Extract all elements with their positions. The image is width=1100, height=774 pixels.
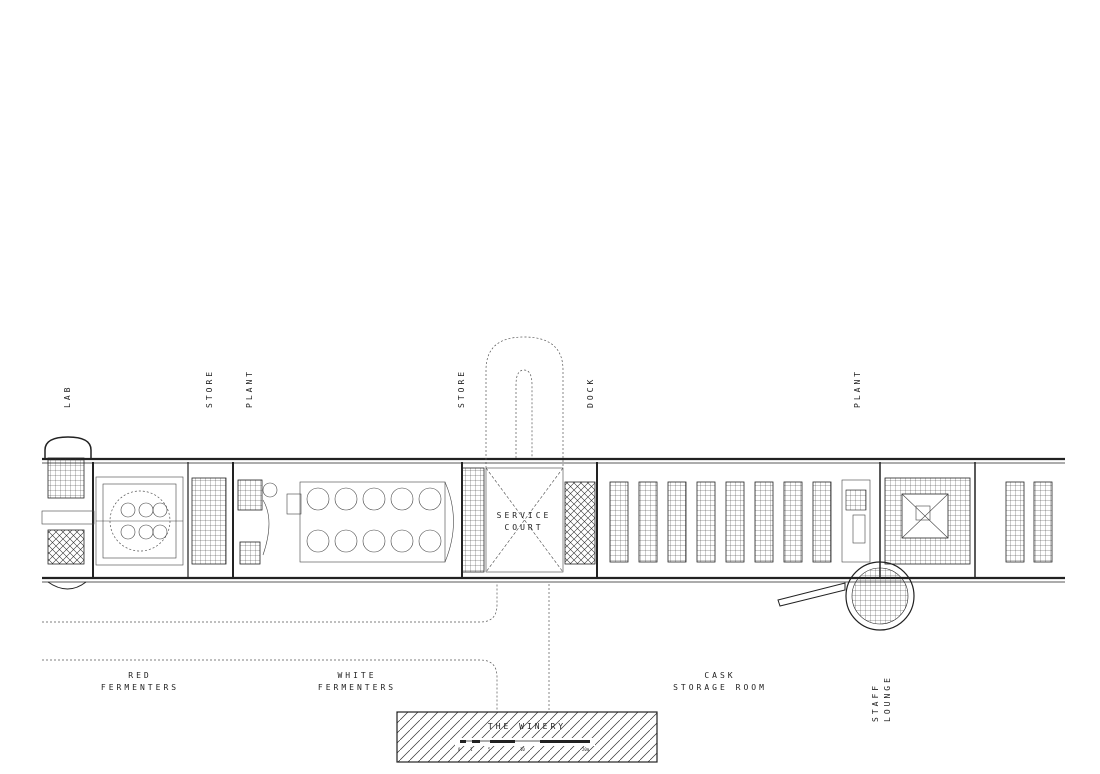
cask-rack	[754, 481, 774, 563]
staff-lounge	[777, 561, 915, 631]
fermenter-tank	[334, 487, 358, 511]
fermenter-tank	[390, 529, 414, 553]
fermenter-tank	[418, 487, 442, 511]
dock-area	[564, 481, 596, 565]
fermenter-tank	[390, 487, 414, 511]
service-court	[485, 336, 564, 573]
scale-0: 0	[458, 747, 461, 752]
rack-far-right-1	[1005, 481, 1025, 563]
label-cask-1: CASK	[704, 671, 735, 680]
plant-right-room	[841, 477, 971, 565]
cask-rack	[638, 481, 658, 563]
store-left-room	[191, 477, 227, 565]
cask-rack	[783, 481, 803, 563]
cask-racks	[609, 481, 832, 563]
red-fermenters-room	[95, 476, 184, 566]
cask-rack	[812, 481, 832, 563]
label-dock: DOCK	[586, 377, 595, 408]
label-staff: STAFF	[871, 683, 880, 722]
label-store-mid: STORE	[457, 369, 466, 408]
cask-rack	[667, 481, 687, 563]
plant-left-room	[237, 479, 302, 565]
scale-10: 10	[520, 747, 525, 752]
store-mid-room	[461, 467, 485, 573]
label-plant-right: PLANT	[853, 369, 862, 408]
site-paths	[42, 584, 550, 712]
label-store-left: STORE	[205, 369, 214, 408]
label-service-court-1: SERVICE	[497, 511, 552, 520]
cask-rack	[725, 481, 745, 563]
white-fermenters-room	[299, 481, 454, 563]
label-lab: LAB	[63, 385, 72, 408]
cask-rack	[609, 481, 629, 563]
label-red-2: FERMENTERS	[101, 683, 179, 692]
cask-rack	[696, 481, 716, 563]
label-cask-2: STORAGE ROOM	[673, 683, 767, 692]
label-white-1: WHITE	[337, 671, 376, 680]
fermenter-tank	[418, 529, 442, 553]
fermenter-tank	[362, 529, 386, 553]
scale-20: 20m	[582, 747, 590, 752]
label-red-1: RED	[128, 671, 151, 680]
fermenter-tank	[306, 529, 330, 553]
label-white-2: FERMENTERS	[318, 683, 396, 692]
rack-far-right-2	[1033, 481, 1053, 563]
lab-room	[41, 436, 95, 590]
fermenter-tank	[362, 487, 386, 511]
label-service-court-2: COURT	[504, 523, 543, 532]
fermenter-tank	[334, 529, 358, 553]
fermenter-tank	[306, 487, 330, 511]
label-plant-left: PLANT	[245, 369, 254, 408]
scale-1: 1	[470, 747, 473, 752]
scale-5: 5	[488, 747, 491, 752]
label-title: THE WINERY	[488, 722, 566, 731]
label-lounge: LOUNGE	[883, 675, 892, 722]
title-block	[396, 711, 658, 763]
building-walls	[42, 457, 1065, 583]
